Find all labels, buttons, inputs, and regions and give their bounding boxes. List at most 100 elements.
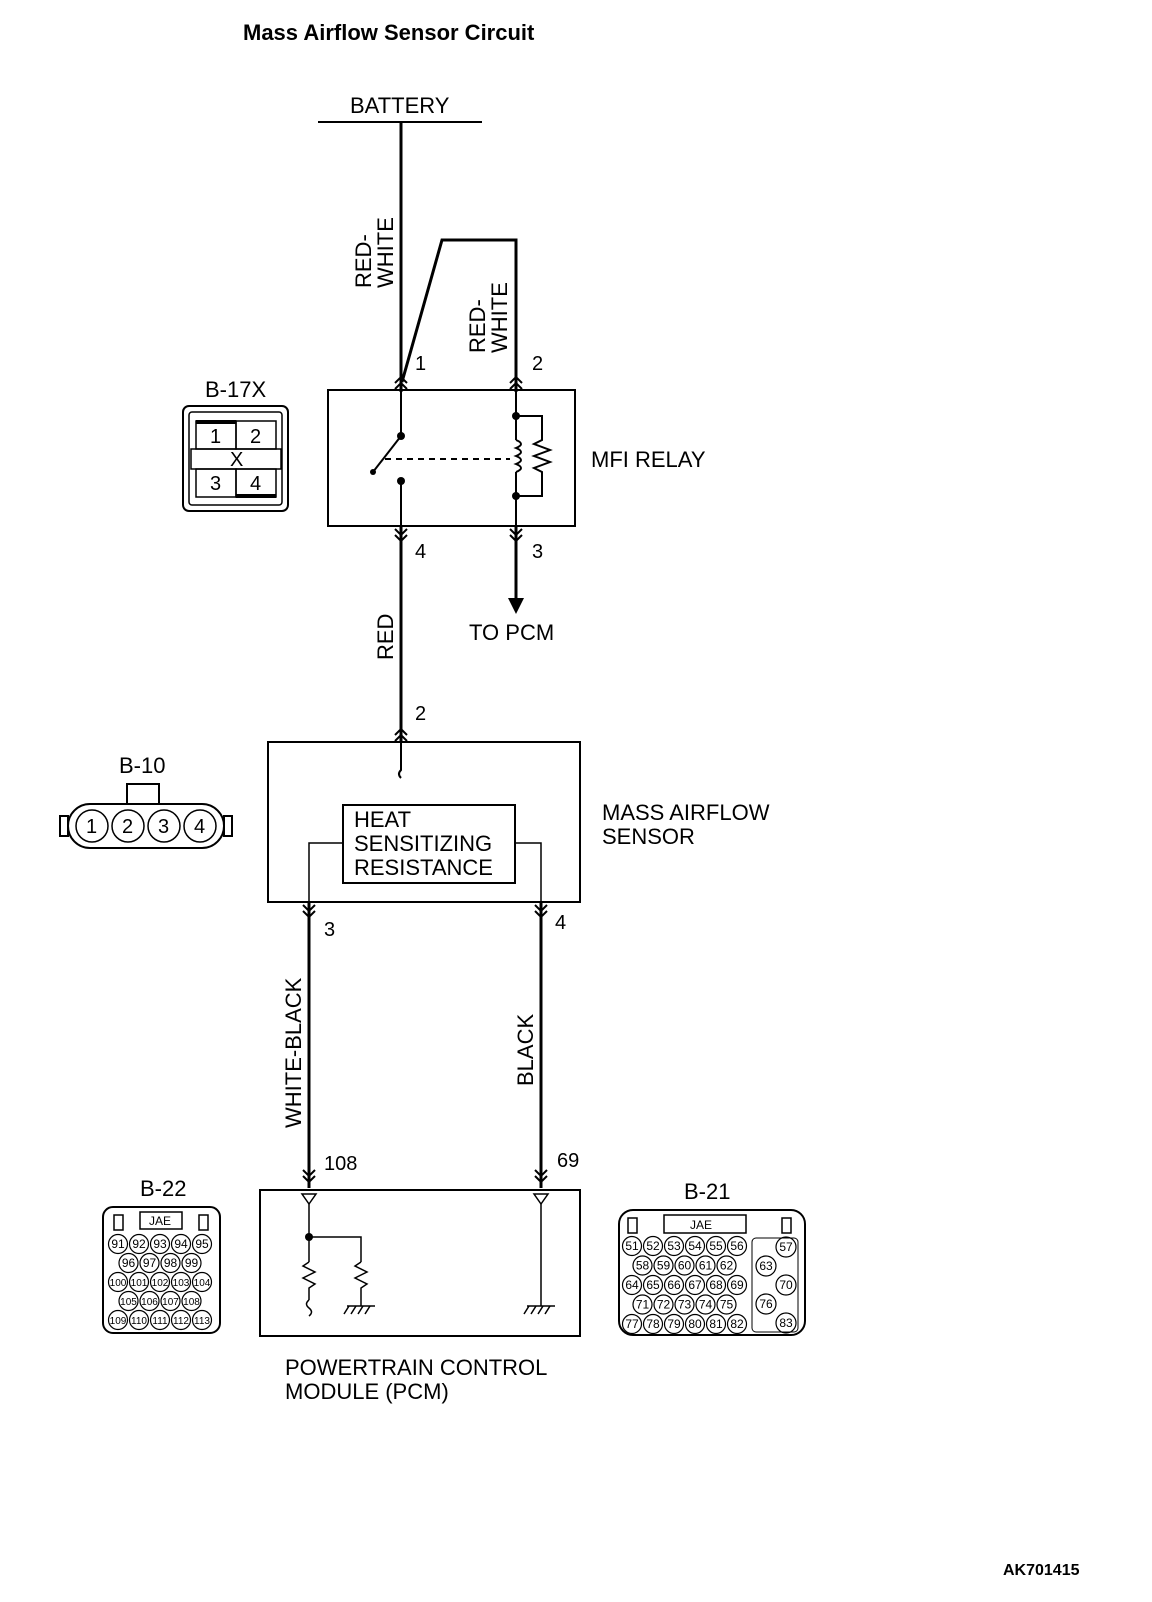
b10-name: B-10 — [119, 753, 165, 778]
b21-pin-66-circle — [663, 1274, 685, 1296]
b21-pin-73-circle — [674, 1294, 695, 1315]
b22-pin-107: 107 — [162, 1297, 179, 1308]
b22-maker: JAE — [149, 1214, 171, 1228]
wire-label-red: RED — [373, 614, 398, 660]
maf-pin-3: 3 — [324, 919, 335, 941]
pcm-input-108-symbol — [300, 1193, 318, 1206]
b10-pin-2: 2 — [122, 816, 133, 838]
b21-pin-55: 55 — [709, 1239, 723, 1253]
b17x-cell-x: X — [230, 449, 243, 471]
b22-pin-97: 97 — [143, 1256, 157, 1270]
maf-pin-2: 2 — [415, 703, 426, 725]
b21-pin-70-circle — [775, 1274, 797, 1296]
maf-label-line1: MASS AIRFLOW — [602, 800, 770, 825]
b21-pin-68: 68 — [709, 1278, 723, 1292]
b22-body — [102, 1206, 221, 1334]
b22-pin-110-circle — [128, 1309, 150, 1331]
b21-pin-53-circle — [663, 1235, 685, 1257]
wire-label-white-black: WHITE-BLACK — [281, 977, 306, 1128]
pcm-input-chevrons — [302, 1169, 548, 1184]
b21-pin-68-circle — [705, 1274, 727, 1296]
pcm-label-line1: POWERTRAIN CONTROL — [285, 1355, 547, 1380]
maf-internal-lead-4 — [515, 842, 542, 902]
b21-pin-60-circle — [674, 1255, 695, 1276]
mfi-relay-box — [327, 389, 576, 527]
b22-pin-98-circle — [160, 1252, 181, 1274]
b22-left-key — [113, 1214, 124, 1231]
wire-label-red-white-2a: RED- — [465, 299, 490, 353]
b17x-outer — [182, 405, 289, 512]
b21-pin-69: 69 — [730, 1278, 744, 1292]
b21-pin-82-circle — [726, 1313, 748, 1335]
maf-sensor-box — [267, 741, 581, 903]
b21-pin-70: 70 — [779, 1278, 793, 1292]
heat-resistance-box — [342, 804, 516, 884]
b21-pin-63-circle — [755, 1255, 777, 1277]
b21-pin-57: 57 — [779, 1240, 793, 1254]
b22-pin-111: 111 — [152, 1316, 168, 1327]
b22-pin-112-circle — [170, 1309, 192, 1331]
b21-pin-53: 53 — [667, 1239, 681, 1253]
b22-pin-106-circle — [139, 1290, 160, 1312]
maf-pin2-internal — [398, 742, 402, 779]
b21-pin-76: 76 — [759, 1297, 773, 1311]
b22-pin-109-circle — [107, 1309, 129, 1331]
b22-pin-106: 106 — [141, 1297, 158, 1308]
b22-pin-101-circle — [128, 1271, 150, 1293]
relay-resistor — [516, 415, 553, 497]
b21-pin-83-circle — [775, 1312, 797, 1334]
ground-icon — [343, 1305, 375, 1315]
b21-pin-56: 56 — [730, 1239, 744, 1253]
relay-pin-1: 1 — [415, 353, 426, 375]
b21-pin-79-circle — [663, 1313, 685, 1335]
b22-pin-96-circle — [118, 1252, 139, 1274]
ground-icon — [523, 1305, 555, 1315]
b21-pin-81: 81 — [709, 1317, 723, 1331]
b21-pin-71: 71 — [636, 1298, 650, 1312]
b22-pin-93-circle — [149, 1233, 171, 1255]
heat-label-1: HEAT — [354, 807, 411, 832]
b21-pin-77: 77 — [625, 1317, 639, 1331]
b17x-name: B-17X — [205, 377, 266, 402]
relay-switch-arm — [372, 435, 402, 473]
b21-pin-60: 60 — [678, 1259, 692, 1273]
relay-pin-3: 3 — [532, 541, 543, 563]
heat-label-3: RESISTANCE — [354, 855, 493, 880]
b21-pin-74-circle — [695, 1294, 716, 1315]
b21-pin-81-circle — [705, 1313, 727, 1335]
b22-name: B-22 — [140, 1176, 186, 1201]
wire-label-red-white-1a: RED- — [351, 234, 376, 288]
b21-pin-75: 75 — [720, 1298, 734, 1312]
relay-pin-chevrons — [394, 375, 523, 543]
heat-label-2: SENSITIZING — [354, 831, 492, 856]
b21-maker-box — [663, 1214, 747, 1234]
b21-pin-54: 54 — [688, 1239, 702, 1253]
b21-pin-64-circle — [621, 1274, 643, 1296]
relay-pin-2: 2 — [532, 353, 543, 375]
b21-pin-54-circle — [684, 1235, 706, 1257]
diagram-title: Mass Airflow Sensor Circuit — [243, 20, 535, 45]
maf-internal-lead-3 — [308, 842, 343, 902]
maf-pin2-chevron — [394, 727, 408, 742]
maf-output-chevrons — [302, 904, 548, 919]
b21-pin-74: 74 — [699, 1298, 713, 1312]
b21-pin-61: 61 — [699, 1259, 713, 1273]
pcm-input-69-symbol — [532, 1193, 550, 1206]
b22-pin-91-circle — [107, 1233, 129, 1255]
relay-coil — [513, 439, 522, 473]
b22-pin-108-circle — [181, 1290, 202, 1312]
b10-pin-4: 4 — [194, 816, 205, 838]
wire-label-black: BLACK — [513, 1014, 538, 1086]
b21-pin-71-circle — [632, 1294, 653, 1315]
b21-pin-72: 72 — [657, 1298, 671, 1312]
pcm-108-internal-term — [305, 1299, 313, 1317]
b21-pin-69-circle — [726, 1274, 748, 1296]
b21-pin-58-circle — [632, 1255, 653, 1276]
b21-pin-65-circle — [642, 1274, 664, 1296]
b22-pin-93: 93 — [153, 1237, 167, 1251]
b21-pin-59: 59 — [657, 1259, 671, 1273]
b22-pin-108: 108 — [183, 1297, 200, 1308]
